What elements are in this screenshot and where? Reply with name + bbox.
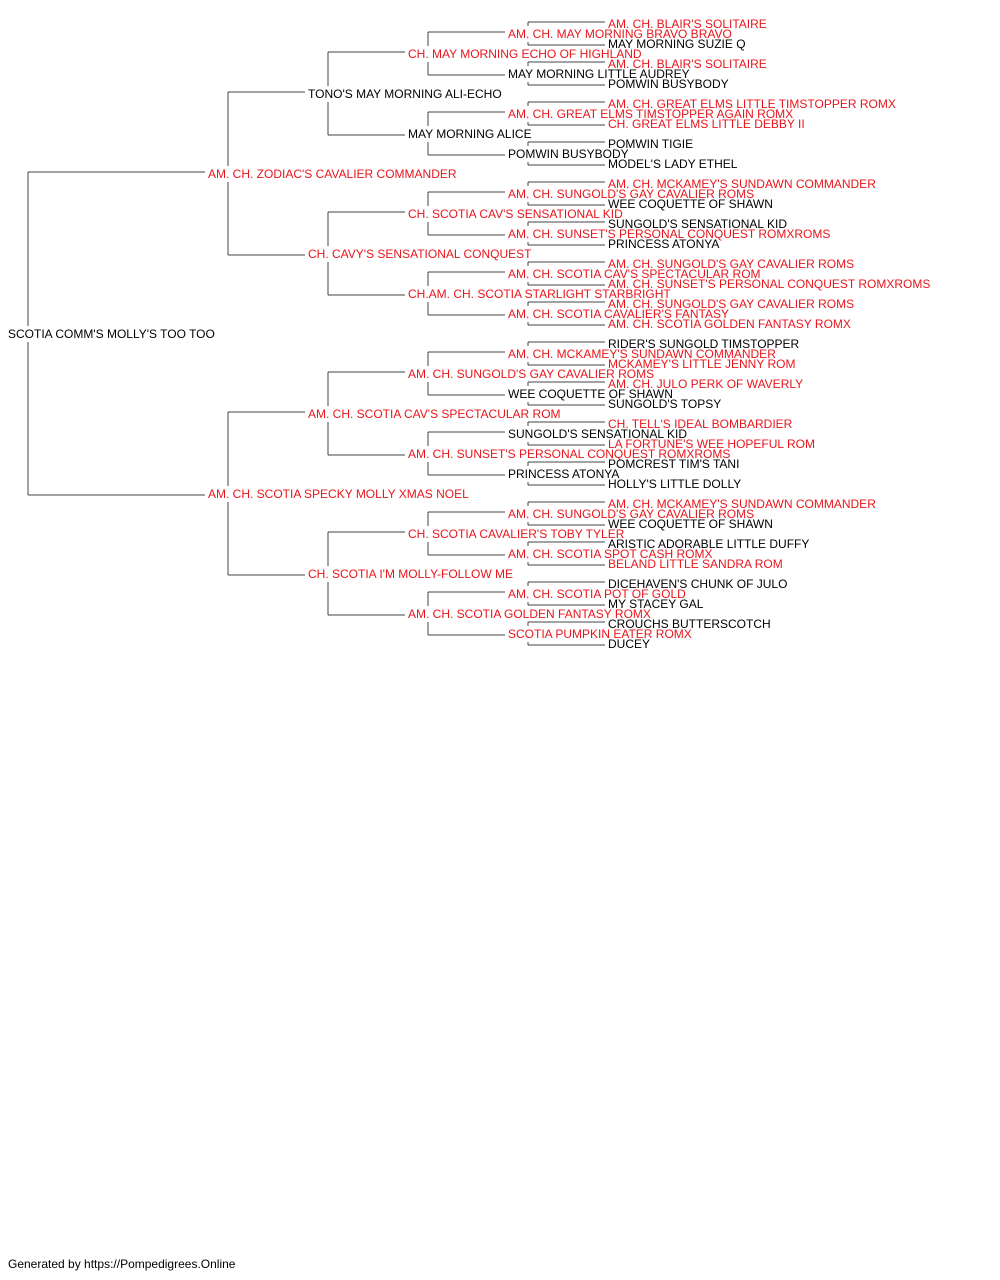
ancestor-name-gen1: AM. CH. SCOTIA SPECKY MOLLY XMAS NOEL	[208, 487, 469, 501]
ancestor-name-gen4: AM. CH. MCKAMEY'S SUNDAWN COMMANDER	[508, 347, 776, 361]
ancestor-name-gen1: AM. CH. ZODIAC'S CAVALIER COMMANDER	[208, 167, 457, 181]
ancestor-name-gen5: POMWIN BUSYBODY	[608, 77, 729, 91]
ancestor-name-gen5: PRINCESS ATONYA	[608, 237, 720, 251]
ancestor-name-gen2: CH. SCOTIA I'M MOLLY-FOLLOW ME	[308, 567, 513, 581]
ancestor-name-gen5: AM. CH. SUNGOLD'S GAY CAVALIER ROMS	[608, 257, 855, 271]
ancestor-name-gen4: AM. CH. SCOTIA SPOT CASH ROMX	[508, 547, 713, 561]
ancestor-name-gen4: WEE COQUETTE OF SHAWN	[508, 387, 673, 401]
ancestor-name-gen5: POMCREST TIM'S TANI	[608, 457, 740, 471]
ancestor-name-gen5: WEE COQUETTE OF SHAWN	[608, 197, 773, 211]
ancestor-name-gen5: AM. CH. SUNSET'S PERSONAL CONQUEST ROMXR…	[608, 277, 931, 291]
ancestor-name-gen5: MAY MORNING SUZIE Q	[608, 37, 746, 51]
ancestor-name-gen5: SUNGOLD'S SENSATIONAL KID	[608, 217, 787, 231]
ancestor-name-gen5: LA FORTUNE'S WEE HOPEFUL ROM	[608, 437, 815, 451]
ancestor-name-gen2: AM. CH. SCOTIA CAV'S SPECTACULAR ROM	[308, 407, 561, 421]
ancestor-name-gen4: PRINCESS ATONYA	[508, 467, 620, 481]
ancestor-name-gen5: DICEHAVEN'S CHUNK OF JULO	[608, 577, 788, 591]
ancestor-name-gen0: SCOTIA COMM'S MOLLY'S TOO TOO	[8, 327, 215, 341]
ancestor-name-gen5: CROUCHS BUTTERSCOTCH	[608, 617, 771, 631]
ancestor-name-gen5: AM. CH. SUNGOLD'S GAY CAVALIER ROMS	[608, 297, 855, 311]
ancestor-name-gen5: CH. TELL'S IDEAL BOMBARDIER	[608, 417, 793, 431]
ancestor-name-gen5: POMWIN TIGIE	[608, 137, 694, 151]
ancestor-name-gen5: AM. CH. MCKAMEY'S SUNDAWN COMMANDER	[608, 497, 876, 511]
ancestor-name-gen4: AM. CH. SCOTIA POT OF GOLD	[508, 587, 686, 601]
ancestor-name-gen4: AM. CH. MAY MORNING BRAVO BRAVO	[508, 27, 732, 41]
ancestor-name-gen4: AM. CH. SCOTIA CAVALIER'S FANTASY	[508, 307, 730, 321]
ancestor-name-gen4: POMWIN BUSYBODY	[508, 147, 629, 161]
ancestor-name-gen5: MY STACEY GAL	[608, 597, 704, 611]
ancestor-name-gen5: SUNGOLD'S TOPSY	[608, 397, 722, 411]
ancestor-name-gen5: HOLLY'S LITTLE DOLLY	[608, 477, 742, 491]
ancestor-name-gen3: CH. MAY MORNING ECHO OF HIGHLAND	[408, 47, 642, 61]
ancestor-name-gen2: TONO'S MAY MORNING ALI-ECHO	[308, 87, 502, 101]
ancestor-name-gen4: AM. CH. SUNSET'S PERSONAL CONQUEST ROMXR…	[508, 227, 831, 241]
ancestor-name-gen2: CH. CAVY'S SENSATIONAL CONQUEST	[308, 247, 532, 261]
ancestor-name-gen4: AM. CH. SCOTIA CAV'S SPECTACULAR ROM	[508, 267, 761, 281]
ancestor-name-gen4: SUNGOLD'S SENSATIONAL KID	[508, 427, 687, 441]
ancestor-name-gen3: CH. SCOTIA CAVALIER'S TOBY TYLER	[408, 527, 625, 541]
ancestor-name-gen5: AM. CH. GREAT ELMS LITTLE TIMSTOPPER ROM…	[608, 97, 896, 111]
footer-credit: Generated by https://Pompedigrees.Online	[8, 1257, 236, 1271]
ancestor-name-gen5: AM. CH. JULO PERK OF WAVERLY	[608, 377, 804, 391]
ancestor-name-gen3: AM. CH. SCOTIA GOLDEN FANTASY ROMX	[408, 607, 651, 621]
ancestor-name-gen5: AM. CH. MCKAMEY'S SUNDAWN COMMANDER	[608, 177, 876, 191]
ancestor-name-gen4: AM. CH. SUNGOLD'S GAY CAVALIER ROMS	[508, 187, 755, 201]
ancestor-name-gen3: CH.AM. CH. SCOTIA STARLIGHT STARBRIGHT	[408, 287, 671, 301]
ancestor-name-gen5: AM. CH. SCOTIA GOLDEN FANTASY ROMX	[608, 317, 851, 331]
ancestor-name-gen3: MAY MORNING ALICE	[408, 127, 532, 141]
ancestor-name-gen4: AM. CH. SUNGOLD'S GAY CAVALIER ROMS	[508, 507, 755, 521]
ancestor-name-gen5: ARISTIC ADORABLE LITTLE DUFFY	[608, 537, 810, 551]
ancestor-name-gen5: CH. GREAT ELMS LITTLE DEBBY II	[608, 117, 805, 131]
ancestor-name-gen5: RIDER'S SUNGOLD TIMSTOPPER	[608, 337, 800, 351]
ancestor-name-gen4: AM. CH. GREAT ELMS TIMSTOPPER AGAIN ROMX	[508, 107, 794, 121]
ancestor-name-gen5: AM. CH. BLAIR'S SOLITAIRE	[608, 17, 767, 31]
ancestor-name-gen3: AM. CH. SUNGOLD'S GAY CAVALIER ROMS	[408, 367, 655, 381]
ancestor-name-gen5: MCKAMEY'S LITTLE JENNY ROM	[608, 357, 796, 371]
ancestor-name-gen3: CH. SCOTIA CAV'S SENSATIONAL KID	[408, 207, 623, 221]
ancestor-name-gen4: MAY MORNING LITTLE AUDREY	[508, 67, 690, 81]
ancestor-name-gen5: BELAND LITTLE SANDRA ROM	[608, 557, 783, 571]
ancestor-name-gen5: DUCEY	[608, 637, 651, 651]
ancestor-name-gen5: WEE COQUETTE OF SHAWN	[608, 517, 773, 531]
ancestor-name-gen5: AM. CH. BLAIR'S SOLITAIRE	[608, 57, 767, 71]
ancestor-name-gen4: SCOTIA PUMPKIN EATER ROMX	[508, 627, 692, 641]
ancestor-name-gen5: MODEL'S LADY ETHEL	[608, 157, 738, 171]
ancestor-name-gen3: AM. CH. SUNSET'S PERSONAL CONQUEST ROMXR…	[408, 447, 731, 461]
